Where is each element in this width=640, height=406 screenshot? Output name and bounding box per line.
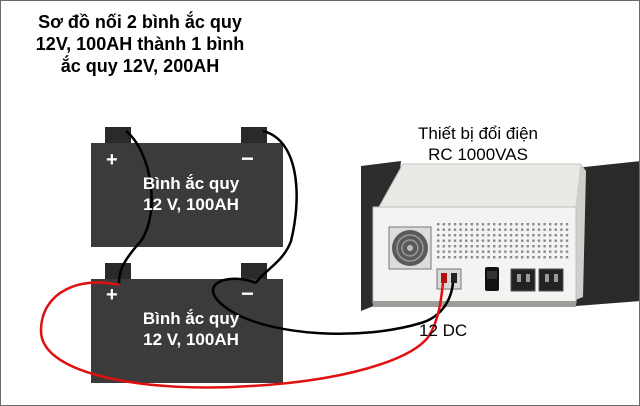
inverter-base (373, 301, 576, 307)
terminal-negative (241, 127, 267, 143)
battery-label-line: 12 V, 100AH (143, 330, 239, 349)
inverter-label-line: Thiết bị đổi điện (417, 124, 539, 143)
inverter-unit (372, 163, 586, 307)
battery-body (91, 143, 283, 247)
fan-icon (388, 226, 432, 270)
inverter-label-line: RC 1000VAS (428, 145, 528, 164)
ac-outlet-icon (538, 268, 564, 292)
battery-label-line: 12 V, 100AH (143, 195, 239, 214)
battery-top: + − (91, 127, 283, 247)
terminal-positive (105, 263, 131, 279)
terminal-negative (241, 263, 267, 279)
battery-body (91, 279, 283, 383)
ac-outlet-icon (510, 268, 536, 292)
battery-top-label: Bình ắc quy 12 V, 100AH (116, 173, 266, 215)
minus-sign: − (241, 281, 254, 306)
title-line: Sơ đồ nối 2 bình ắc quy (38, 12, 242, 32)
title-line: 12V, 100AH thành 1 bình (35, 34, 245, 54)
battery-label-line: Bình ắc quy (142, 309, 240, 328)
power-switch-icon (485, 267, 499, 291)
minus-sign: − (241, 146, 254, 171)
plus-sign: + (106, 284, 118, 306)
dc-terminal-block (436, 268, 462, 290)
parallel-wire-positive (117, 130, 153, 284)
battery-label-line: Bình ắc quy (142, 174, 240, 193)
inverter-top (378, 163, 582, 208)
negative-wire-to-inverter (212, 277, 455, 336)
battery-bottom-label: Bình ắc quy 12 V, 100AH (116, 308, 266, 350)
battery-bottom: + − (91, 263, 283, 383)
terminal-positive (105, 127, 131, 143)
parallel-wire-negative (254, 129, 298, 284)
diagram-title: Sơ đồ nối 2 bình ắc quy 12V, 100AH thành… (9, 11, 271, 77)
vent-grid (437, 223, 569, 259)
title-line: ắc quy 12V, 200AH (60, 56, 220, 76)
inverter-label: Thiết bị đổi điện RC 1000VAS (393, 123, 563, 165)
positive-wire-to-inverter (39, 281, 445, 389)
dc-voltage-label: 12 DC (419, 321, 468, 340)
plus-sign: + (106, 149, 118, 171)
